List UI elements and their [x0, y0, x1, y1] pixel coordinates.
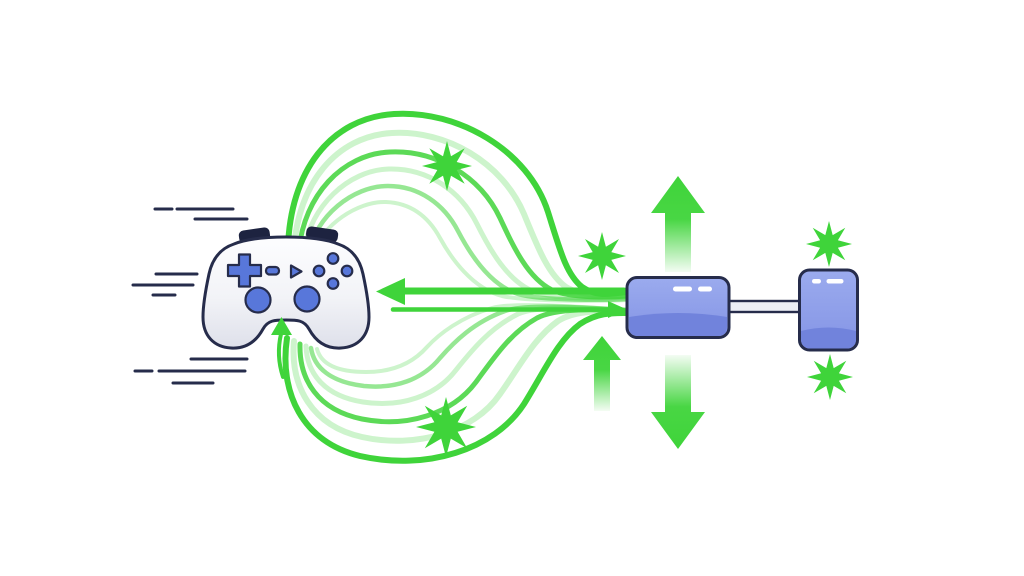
module-indicator-light — [826, 279, 844, 284]
action-button — [312, 264, 326, 278]
arrow-head — [608, 301, 627, 318]
motion-arrow-up-medium — [583, 336, 621, 411]
spark-starburst-icon — [416, 397, 476, 457]
arrow-head — [271, 317, 292, 335]
console-indicator-light — [673, 286, 692, 292]
starbursts-layer — [416, 141, 853, 457]
console-unit-icon — [625, 276, 731, 339]
flow-curves-bottom — [282, 303, 630, 464]
motion-arrow-up-small-shaft — [276, 332, 285, 379]
spark-starburst-icon — [422, 141, 472, 191]
connector-bar — [727, 299, 802, 314]
flow-curve — [297, 307, 630, 425]
module-shade-band — [801, 327, 856, 349]
spark-starburst-icon — [806, 221, 852, 267]
spark-starburst-icon — [578, 232, 626, 280]
action-button — [326, 277, 340, 290]
flow-curve — [308, 304, 630, 389]
flow-curve — [282, 309, 630, 464]
action-button — [340, 264, 354, 278]
motion-arrow-up-small — [271, 317, 292, 379]
game-controller-icon — [201, 226, 371, 350]
minus-button-icon — [264, 265, 281, 276]
right-stick-button — [293, 285, 321, 313]
dpad-icon — [226, 253, 263, 288]
attached-module-icon — [798, 268, 859, 352]
flow-curve — [291, 129, 630, 298]
flow-curve — [301, 166, 630, 301]
motion-arrow-down-large — [651, 355, 705, 449]
motion-arrow-up-large — [651, 176, 705, 272]
flow-arrow-left — [376, 278, 628, 305]
play-button-icon — [289, 264, 303, 279]
action-button — [326, 252, 340, 265]
arrow-head — [376, 278, 405, 305]
flow-curve — [306, 183, 630, 302]
module-indicator-light — [812, 279, 821, 284]
console-indicator-light — [698, 286, 712, 292]
flow-curve — [285, 110, 630, 297]
flow-arrow-right — [390, 301, 627, 318]
flow-curve — [290, 308, 630, 444]
spark-starburst-icon — [807, 354, 853, 400]
left-stick-button — [244, 286, 272, 314]
console-shade-band — [629, 313, 727, 336]
motion-speed-lines — [131, 207, 249, 385]
action-buttons — [312, 252, 354, 290]
